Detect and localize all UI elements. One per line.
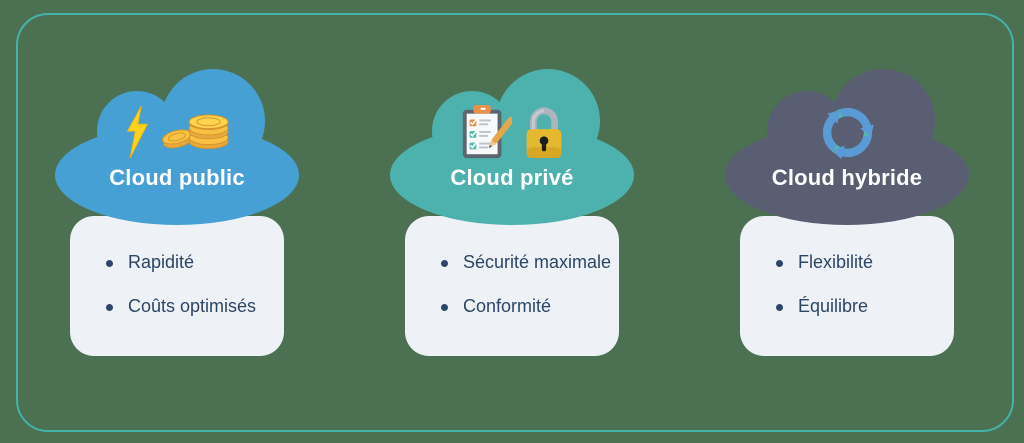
checklist-icon bbox=[462, 104, 512, 159]
cloud-column-public: Cloud public Rapidité Coûts optimisés bbox=[55, 69, 299, 356]
list-item: Rapidité bbox=[106, 250, 274, 276]
cloud-columns: Cloud public Rapidité Coûts optimisés bbox=[0, 69, 1024, 356]
bullet-icon bbox=[441, 303, 448, 311]
bullet-icon bbox=[106, 259, 113, 267]
cloud-content-prive: Cloud privé bbox=[390, 69, 634, 191]
list-item-label: Sécurité maximale bbox=[463, 252, 612, 273]
cloud-column-hybride: Cloud hybride Flexibilité Équilibre bbox=[725, 69, 969, 356]
cloud-icon bbox=[725, 69, 969, 225]
bullet-icon bbox=[776, 259, 783, 267]
list-item-label: Flexibilité bbox=[798, 252, 874, 273]
cloud-content-public: Cloud public bbox=[55, 69, 299, 191]
icon-row-prive bbox=[460, 103, 564, 161]
bullet-icon bbox=[106, 303, 113, 311]
icon-row-hybride bbox=[819, 103, 876, 161]
list-item-label: Conformité bbox=[463, 296, 552, 317]
list-item: Coûts optimisés bbox=[106, 294, 274, 320]
card-public: Rapidité Coûts optimisés bbox=[70, 216, 284, 356]
cloud-content-hybride: Cloud hybride bbox=[725, 69, 969, 191]
list-item: Sécurité maximale bbox=[441, 250, 612, 276]
cloud-shape-public: Cloud public bbox=[55, 69, 299, 225]
feature-list: Sécurité maximale Conformité bbox=[441, 250, 612, 320]
feature-list: Rapidité Coûts optimisés bbox=[106, 250, 274, 320]
list-item-label: Coûts optimisés bbox=[128, 296, 257, 317]
cloud-title: Cloud privé bbox=[450, 165, 574, 190]
cloud-column-prive: Cloud privé Sécurité maximale Conformité bbox=[390, 69, 634, 356]
bullet-icon bbox=[441, 259, 448, 267]
coins-icon bbox=[162, 114, 229, 149]
icon-row-public bbox=[124, 103, 230, 161]
lightning-icon bbox=[126, 105, 149, 159]
list-item-label: Rapidité bbox=[128, 252, 195, 273]
cloud-shape-hybride: Cloud hybride bbox=[725, 69, 969, 225]
bullet-icon bbox=[776, 303, 783, 311]
cloud-shape-prive: Cloud privé bbox=[390, 69, 634, 225]
list-item: Équilibre bbox=[776, 294, 944, 320]
list-item-label: Équilibre bbox=[798, 296, 869, 317]
frame-border bbox=[16, 13, 1014, 432]
cloud-title: Cloud hybride bbox=[771, 165, 923, 190]
card-hybride: Flexibilité Équilibre bbox=[740, 216, 954, 356]
feature-list: Flexibilité Équilibre bbox=[776, 250, 944, 320]
list-item: Flexibilité bbox=[776, 250, 944, 276]
cloud-title: Cloud public bbox=[109, 165, 245, 190]
padlock-icon bbox=[526, 107, 562, 159]
card-prive: Sécurité maximale Conformité bbox=[405, 216, 619, 356]
list-item: Conformité bbox=[441, 294, 609, 320]
sync-arrows-icon bbox=[822, 107, 874, 159]
